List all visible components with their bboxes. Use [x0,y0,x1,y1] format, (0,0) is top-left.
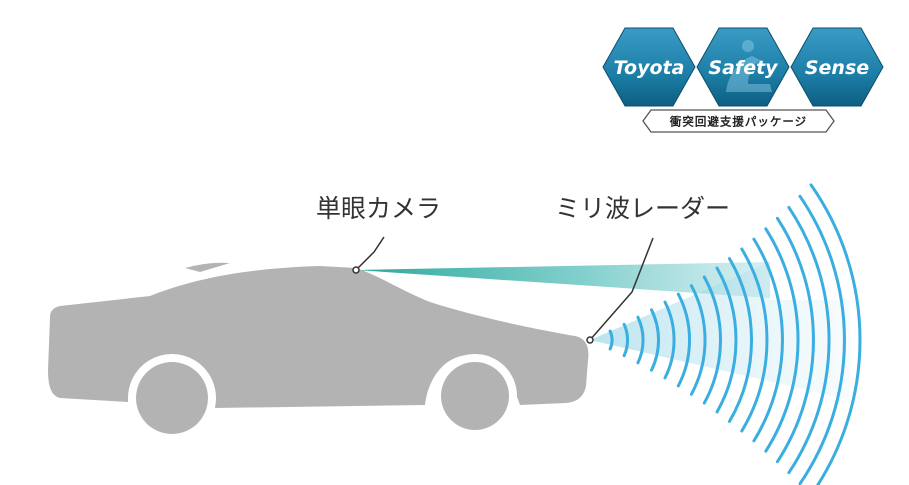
logo-word-safety: Safety [708,57,779,79]
radar-wave-arc [764,227,800,453]
logo-hex-sense: Sense [790,27,884,107]
toyota-safety-sense-logo: Toyota Safety Sense 衝突回避支援パッケージ [602,27,884,133]
radar-wave-arc [689,284,707,396]
logo-tagline: 衝突回避支援パッケージ [669,115,807,129]
car-body [48,266,589,408]
logo-hex-toyota: Toyota [602,27,696,107]
radar-wave-arc [715,266,738,414]
rear-wheel [136,362,208,434]
radar-wave-arc [636,315,645,365]
radar-wave-arc [676,292,692,388]
radar-wave-arc [752,237,784,443]
front-wheel [441,362,509,430]
logo-word-sense: Sense [805,57,869,79]
radar-wave-arc [728,257,753,423]
logo-tagline-banner: 衝突回避支援パッケージ [642,109,835,133]
radar-wave-arc [775,216,815,464]
radar-wave-arc [787,205,831,475]
radar-wave-arc [650,308,661,372]
radar-wave-arc [740,247,769,433]
radar-leader-line [586,237,654,344]
car-silhouette [48,262,589,442]
radar-wave-arc [702,275,723,405]
radar-waves [608,183,862,485]
radar-wave-arc [663,300,676,380]
camera-label: 単眼カメラ [316,194,441,223]
radar-wave-arc [608,329,614,351]
radar-label: ミリ波レーダー [555,194,730,223]
camera-beam [356,262,770,298]
logo-word-toyota: Toyota [614,57,685,79]
camera-leader-line [352,236,385,274]
radar-wave-arc [798,194,846,485]
logo-hex-safety: Safety [696,27,790,107]
radar-wave-arc [809,183,862,485]
radar-wave-arc [622,322,629,358]
driver-silhouette-icon [726,40,772,92]
